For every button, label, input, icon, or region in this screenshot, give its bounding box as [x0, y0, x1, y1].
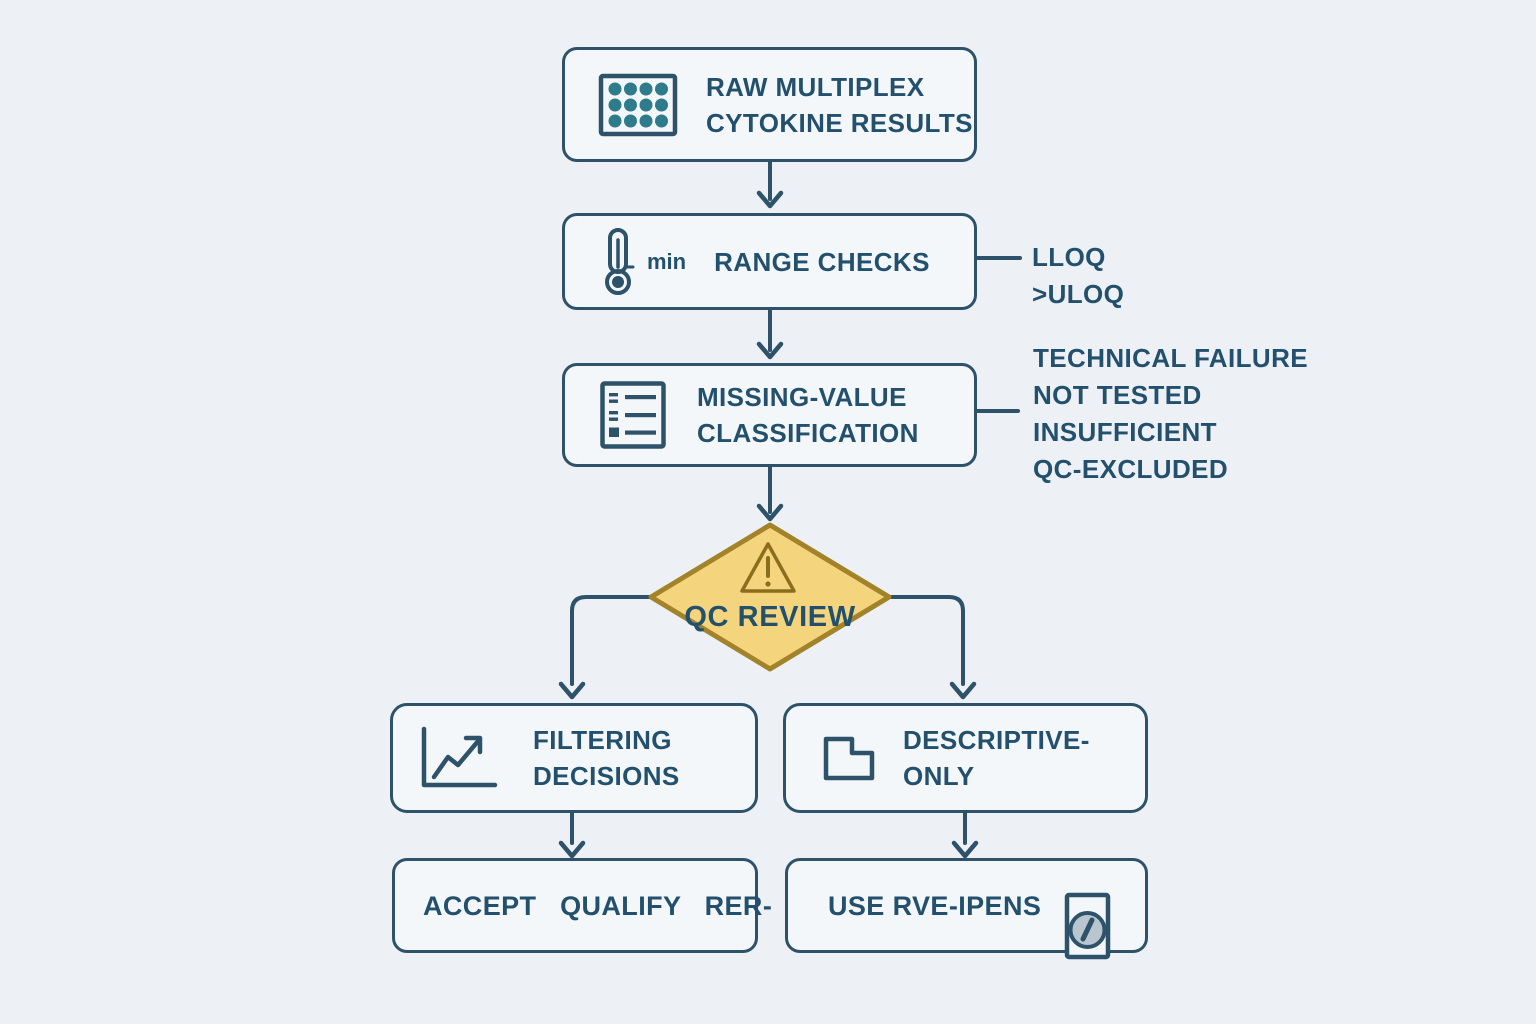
range-annotation-line1: LLOQ	[1032, 242, 1106, 272]
raw-results-label-line2: CYTOKINE RESULTS	[706, 107, 973, 138]
arrow-qc-to-descriptive	[888, 595, 977, 700]
filtering-label-line2: DECISIONS	[533, 761, 680, 791]
descriptive-label-line1: DESCRIPTIVE-	[903, 725, 1090, 755]
range-annotation-line2: >ULOQ	[1032, 279, 1125, 309]
range-checks-label: RANGE CHECKS	[714, 246, 930, 277]
descriptive-label-line2: ONLY	[903, 761, 975, 791]
missing-value-label-line1: MISSING-VALUE	[697, 382, 907, 412]
warning-triangle-icon	[740, 542, 796, 593]
folder-icon	[823, 735, 875, 781]
node-descriptive-only: DESCRIPTIVE- ONLY	[783, 703, 1148, 813]
qc-review-label: QC REVIEW	[684, 601, 856, 633]
node-missing-value: MISSING-VALUE CLASSIFICATION	[562, 363, 977, 467]
slashed-coin-icon	[1063, 889, 1113, 968]
accept-qualify-label: ACCEPT QUALIFY RER-	[423, 890, 773, 921]
arrow-descriptive-to-use	[951, 811, 979, 859]
filtering-label-line1: FILTERING	[533, 725, 672, 755]
microplate-icon	[598, 73, 678, 137]
node-filtering-decisions: FILTERING DECISIONS	[390, 703, 758, 813]
arrow-raw-to-range	[756, 160, 784, 209]
checklist-icon	[600, 381, 666, 449]
missing-annotation-line1: TECHNICAL FAILURE	[1033, 343, 1308, 373]
arrow-range-to-missing	[756, 308, 784, 360]
line-chart-icon	[419, 725, 499, 791]
raw-results-label-line1: RAW MULTIPLEX	[706, 71, 925, 102]
missing-value-label-line2: CLASSIFICATION	[697, 418, 919, 448]
range-annotation: LLOQ >ULOQ	[1032, 239, 1124, 313]
node-accept-qualify: ACCEPT QUALIFY RER-	[392, 858, 772, 953]
missing-annotation: TECHNICAL FAILURE NOT TESTED INSUFFICIEN…	[1033, 340, 1308, 488]
node-range-checks: min RANGE CHECKS	[562, 213, 977, 310]
use-rve-label: USE RVE-IPENS	[828, 890, 1042, 921]
node-raw-results: RAW MULTIPLEX CYTOKINE RESULTS	[562, 47, 977, 162]
missing-annotation-line2: NOT TESTED	[1033, 380, 1202, 410]
qc-review-diamond	[648, 522, 892, 672]
arrow-missing-to-qc	[756, 465, 784, 522]
arrow-filtering-to-accept	[558, 811, 586, 859]
missing-annotation-line3: INSUFFICIENT	[1033, 417, 1217, 447]
thermometer-min-caption: min	[647, 248, 687, 274]
missing-annotation-line4: QC-EXCLUDED	[1033, 454, 1229, 484]
thermometer-icon	[601, 227, 637, 297]
arrow-qc-to-filtering	[558, 595, 652, 700]
